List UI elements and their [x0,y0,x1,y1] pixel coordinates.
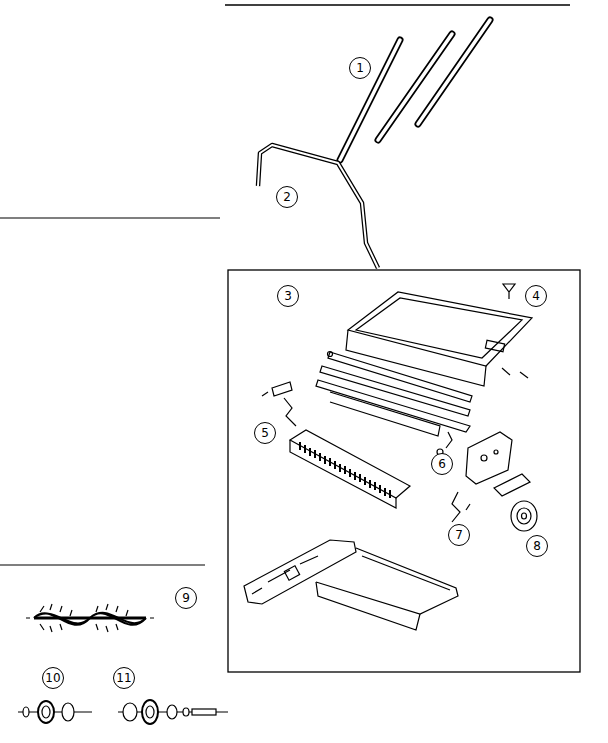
callout-number: 6 [431,453,453,475]
spring [284,398,296,426]
callout-number: 11 [113,667,135,689]
end-cap-parts [18,701,92,723]
callout-number: 3 [277,285,299,307]
handle-bail [258,145,378,268]
side-bracket [437,432,530,522]
callout-number: 9 [175,587,197,609]
group-box [228,270,580,672]
frame-rails [262,352,472,437]
small-part [503,284,515,299]
callout-number: 2 [276,186,298,208]
exploded-view [0,5,580,724]
wheel [511,501,537,531]
callout-number: 7 [448,524,470,546]
handle-rods [340,20,490,160]
rule-line [0,217,220,218]
callout-number: 8 [526,535,548,557]
sweeper-base [244,540,458,630]
rule-line [0,564,205,565]
callout-number: 10 [42,667,64,689]
bearing-axle-parts [118,700,228,724]
callout-number: 5 [254,422,276,444]
rule-line [225,4,570,6]
callout-number: 4 [525,285,547,307]
brush-roll [26,604,154,632]
callout-number: 1 [349,57,371,79]
brush-strip [290,430,410,508]
